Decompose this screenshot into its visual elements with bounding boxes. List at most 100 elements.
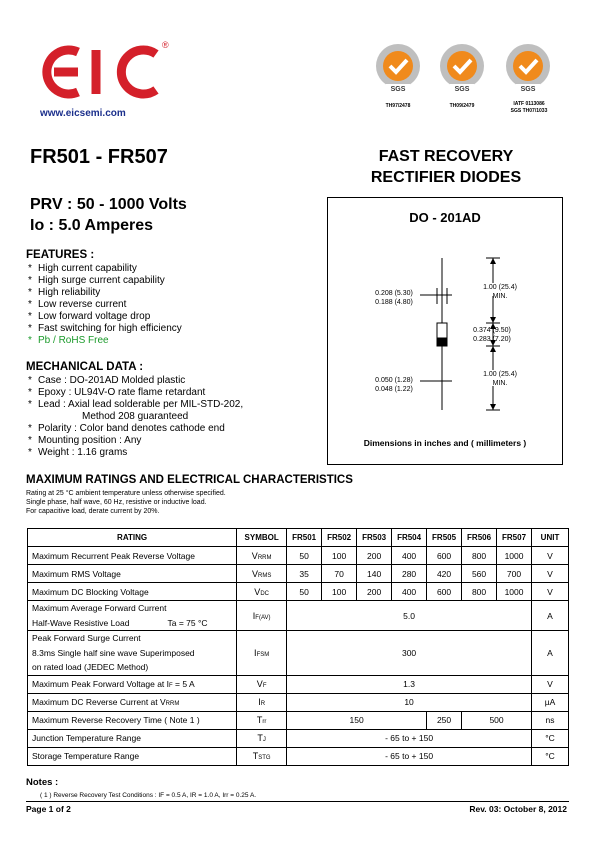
part-number-title: FR501 - FR507 [30,146,168,168]
symbol-cell: Trr [236,710,288,730]
value-cell: 1000 [496,546,533,565]
col-header-fr506: FR506 [461,528,498,547]
value-cell: 560 [461,564,498,583]
feature-item: High reliability [26,287,182,299]
dim-lead-bottom-min: MIN. [492,380,508,387]
unit-cell: µA [531,692,569,712]
table-row-vrrm: Maximum Recurrent Peak Reverse Voltage V… [26,546,569,565]
symbol-cell: VRRM [236,546,288,565]
svg-text:SGS: SGS [391,86,406,93]
value-cell: 1.3 [286,674,533,694]
value-cell: 500 [461,710,533,730]
mechanical-item-continued: Method 208 guaranteed [82,411,189,422]
value-cell: 70 [321,564,358,583]
value-cell: 800 [461,546,498,565]
rating-label-text: Half-Wave Resistive Load [32,617,130,628]
iso-9001-badge-icon: SGS [376,44,420,93]
dim-lead-diameter-max: 0.050 (1.28) [375,377,413,384]
table-row-ir: Maximum DC Reverse Current at VRRM IR 10… [26,692,569,712]
mechanical-item: Polarity : Color band denotes cathode en… [26,423,243,435]
ratings-table: RATING SYMBOL FR501 FR502 FR503 FR504 FR… [26,528,569,766]
symbol-cell: TJ [236,728,288,748]
symbol-sub: DC [260,590,269,597]
value-cell: 800 [461,582,498,601]
mechanical-item: Case : DO-201AD Molded plastic [26,375,243,387]
col-header-unit: UNIT [531,528,569,547]
symbol-main: T [256,715,263,725]
product-type-title: FAST RECOVERY RECTIFIER DIODES [330,146,562,188]
col-header-fr507: FR507 [496,528,533,547]
rating-label: Maximum DC Reverse Current at VRRM [26,692,238,712]
package-drawing [420,257,500,411]
symbol-cell: IFSM [236,630,288,676]
col-header-fr502: FR502 [321,528,358,547]
feature-item-rohs: Pb / RoHS Free [26,335,182,347]
value-cell: 250 [426,710,463,730]
iatf-16949-badge-icon: SGS [506,44,550,93]
symbol-main: T [252,751,259,761]
rating-label-line: Peak Forward Surge Current [32,633,141,643]
table-row-vdc: Maximum DC Blocking Voltage VDC 50 100 2… [26,582,569,601]
table-row-ifav: Maximum Average Forward Current Half-Wav… [26,600,569,631]
col-header-symbol: SYMBOL [236,528,288,547]
symbol-cell: VRMS [236,564,288,583]
value-cell: 35 [286,564,323,583]
value-cell: 10 [286,692,533,712]
rating-label: Maximum Recurrent Peak Reverse Voltage [26,546,238,565]
footer-divider [26,801,569,802]
symbol-sub: RMS [257,572,272,579]
value-cell: 600 [426,546,463,565]
value-cell: 700 [496,564,533,583]
symbol-sub: F [262,683,267,689]
cert-label-1: TH97/2478 [385,103,411,109]
product-type-line-2: RECTIFIER DIODES [370,169,522,186]
unit-cell: °C [531,728,569,748]
value-cell: 140 [356,564,393,583]
eic-logo [42,45,159,99]
symbol-sub: FSM [256,651,270,658]
rating-label-text: Maximum DC Reverse Current at V [32,697,166,707]
dim-body-length-min: 0.283 (7.20) [473,336,511,343]
symbol-cell: IR [236,692,288,712]
mechanical-item: Weight : 1.16 grams [26,447,243,459]
website-url[interactable]: www.eicsemi.com [40,108,126,119]
symbol-sub: STG [258,755,271,761]
dim-body-length-max: 0.374 (9.50) [473,327,511,334]
certification-badges: SGS SGS SGS TH97/2478 TH09/2479 IATF 011… [360,40,565,122]
notes-title: Notes : [26,777,59,788]
table-row-vf: Maximum Peak Forward Voltage at IF = 5 A… [26,674,569,694]
rating-label-line: Maximum Average Forward Current [32,603,167,613]
rating-label-line: 8.3ms Single half sine wave Superimposed [32,647,195,658]
package-title: DO - 201AD [409,210,481,225]
unit-cell: A [531,600,569,631]
rating-label-line: on rated load (JEDEC Method) [32,662,149,672]
table-row-ifsm: Peak Forward Surge Current 8.3ms Single … [26,630,569,676]
value-cell: 400 [391,582,428,601]
unit-cell: V [531,546,569,565]
symbol-sub: RRM [257,554,272,561]
dim-body-width-min: 0.188 (4.80) [375,299,413,306]
value-cell: 150 [286,710,428,730]
ratings-condition-3: For capacitive load, derate current by 2… [26,508,160,515]
symbol-sub: rr [262,719,267,725]
symbol-main: I [254,647,257,658]
mechanical-item: Lead : Axial lead solderable per MIL-STD… [26,399,243,411]
registered-mark: ® [162,40,169,50]
feature-item: High current capability [26,263,182,275]
note-1: ( 1 ) Reverse Recovery Test Conditions :… [40,792,257,799]
symbol-cell: VF [236,674,288,694]
mechanical-item: Mounting position : Any [26,435,243,447]
mechanical-data-section: MECHANICAL DATA : Case : DO-201AD Molded… [26,361,243,459]
dim-lead-diameter-min: 0.048 (1.22) [375,386,413,393]
value-cell: 600 [426,582,463,601]
unit-cell: V [531,564,569,583]
feature-item: Low reverse current [26,299,182,311]
rating-label-text: Maximum Peak Forward Voltage at I [32,679,170,689]
ratings-condition-1: Rating at 25 °C ambient temperature unle… [26,490,226,497]
rating-label: Storage Temperature Range [26,746,238,766]
ratings-conditions: Rating at 25 °C ambient temperature unle… [26,489,226,516]
symbol-main: I [258,697,261,707]
table-row-vrms: Maximum RMS Voltage VRMS 35 70 140 280 4… [26,564,569,583]
dim-lead-top: 1.00 (25.4) MIN. [470,283,530,301]
